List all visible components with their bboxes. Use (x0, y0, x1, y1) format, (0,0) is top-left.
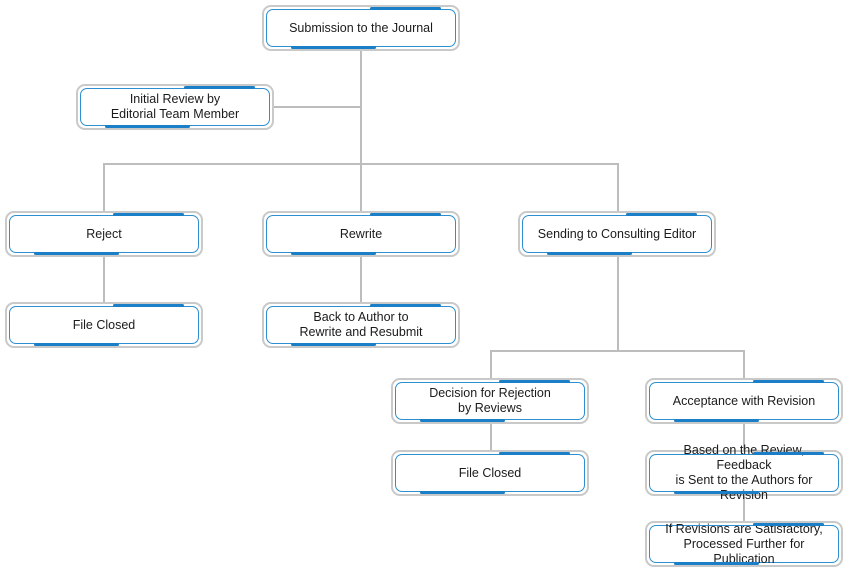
connector-to-consulting (617, 163, 619, 211)
node-sending-consulting-editor: Sending to Consulting Editor (518, 211, 716, 257)
connector-decision-file-closed (490, 423, 492, 450)
node-reject: Reject (5, 211, 203, 257)
connector-rewrite-back-to-author (360, 256, 362, 302)
connector-to-reject (103, 163, 105, 211)
node-submission-label: Submission to the Journal (289, 20, 433, 35)
connector-to-decision-rejection (490, 350, 492, 379)
node-sending-consulting-editor-label: Sending to Consulting Editor (537, 226, 697, 241)
connector-consulting-horizontal (490, 350, 745, 352)
node-revisions-satisfactory: If Revisions are Satisfactory,Processed … (645, 521, 843, 567)
node-file-closed-1: File Closed (5, 302, 203, 348)
node-revisions-satisfactory-label: If Revisions are Satisfactory,Processed … (665, 521, 823, 566)
node-file-closed-2: File Closed (391, 450, 589, 496)
connector-feedback-satisfactory (743, 495, 745, 521)
node-file-closed-2-label: File Closed (458, 465, 522, 480)
node-submission: Submission to the Journal (262, 5, 460, 51)
node-reject-label: Reject (86, 226, 122, 241)
connector-to-acceptance-revision (743, 350, 745, 379)
node-rewrite: Rewrite (262, 211, 460, 257)
connector-initial-review (272, 106, 361, 108)
connector-consulting-trunk (617, 256, 619, 351)
node-rewrite-label: Rewrite (339, 226, 383, 241)
connector-submission-trunk (360, 50, 362, 163)
connector-acceptance-feedback (743, 423, 745, 450)
connector-to-rewrite (360, 163, 362, 211)
node-file-closed-1-label: File Closed (72, 317, 136, 332)
connector-reject-file-closed (103, 256, 105, 302)
node-acceptance-revision: Acceptance with Revision (645, 378, 843, 424)
node-acceptance-revision-label: Acceptance with Revision (672, 393, 816, 408)
